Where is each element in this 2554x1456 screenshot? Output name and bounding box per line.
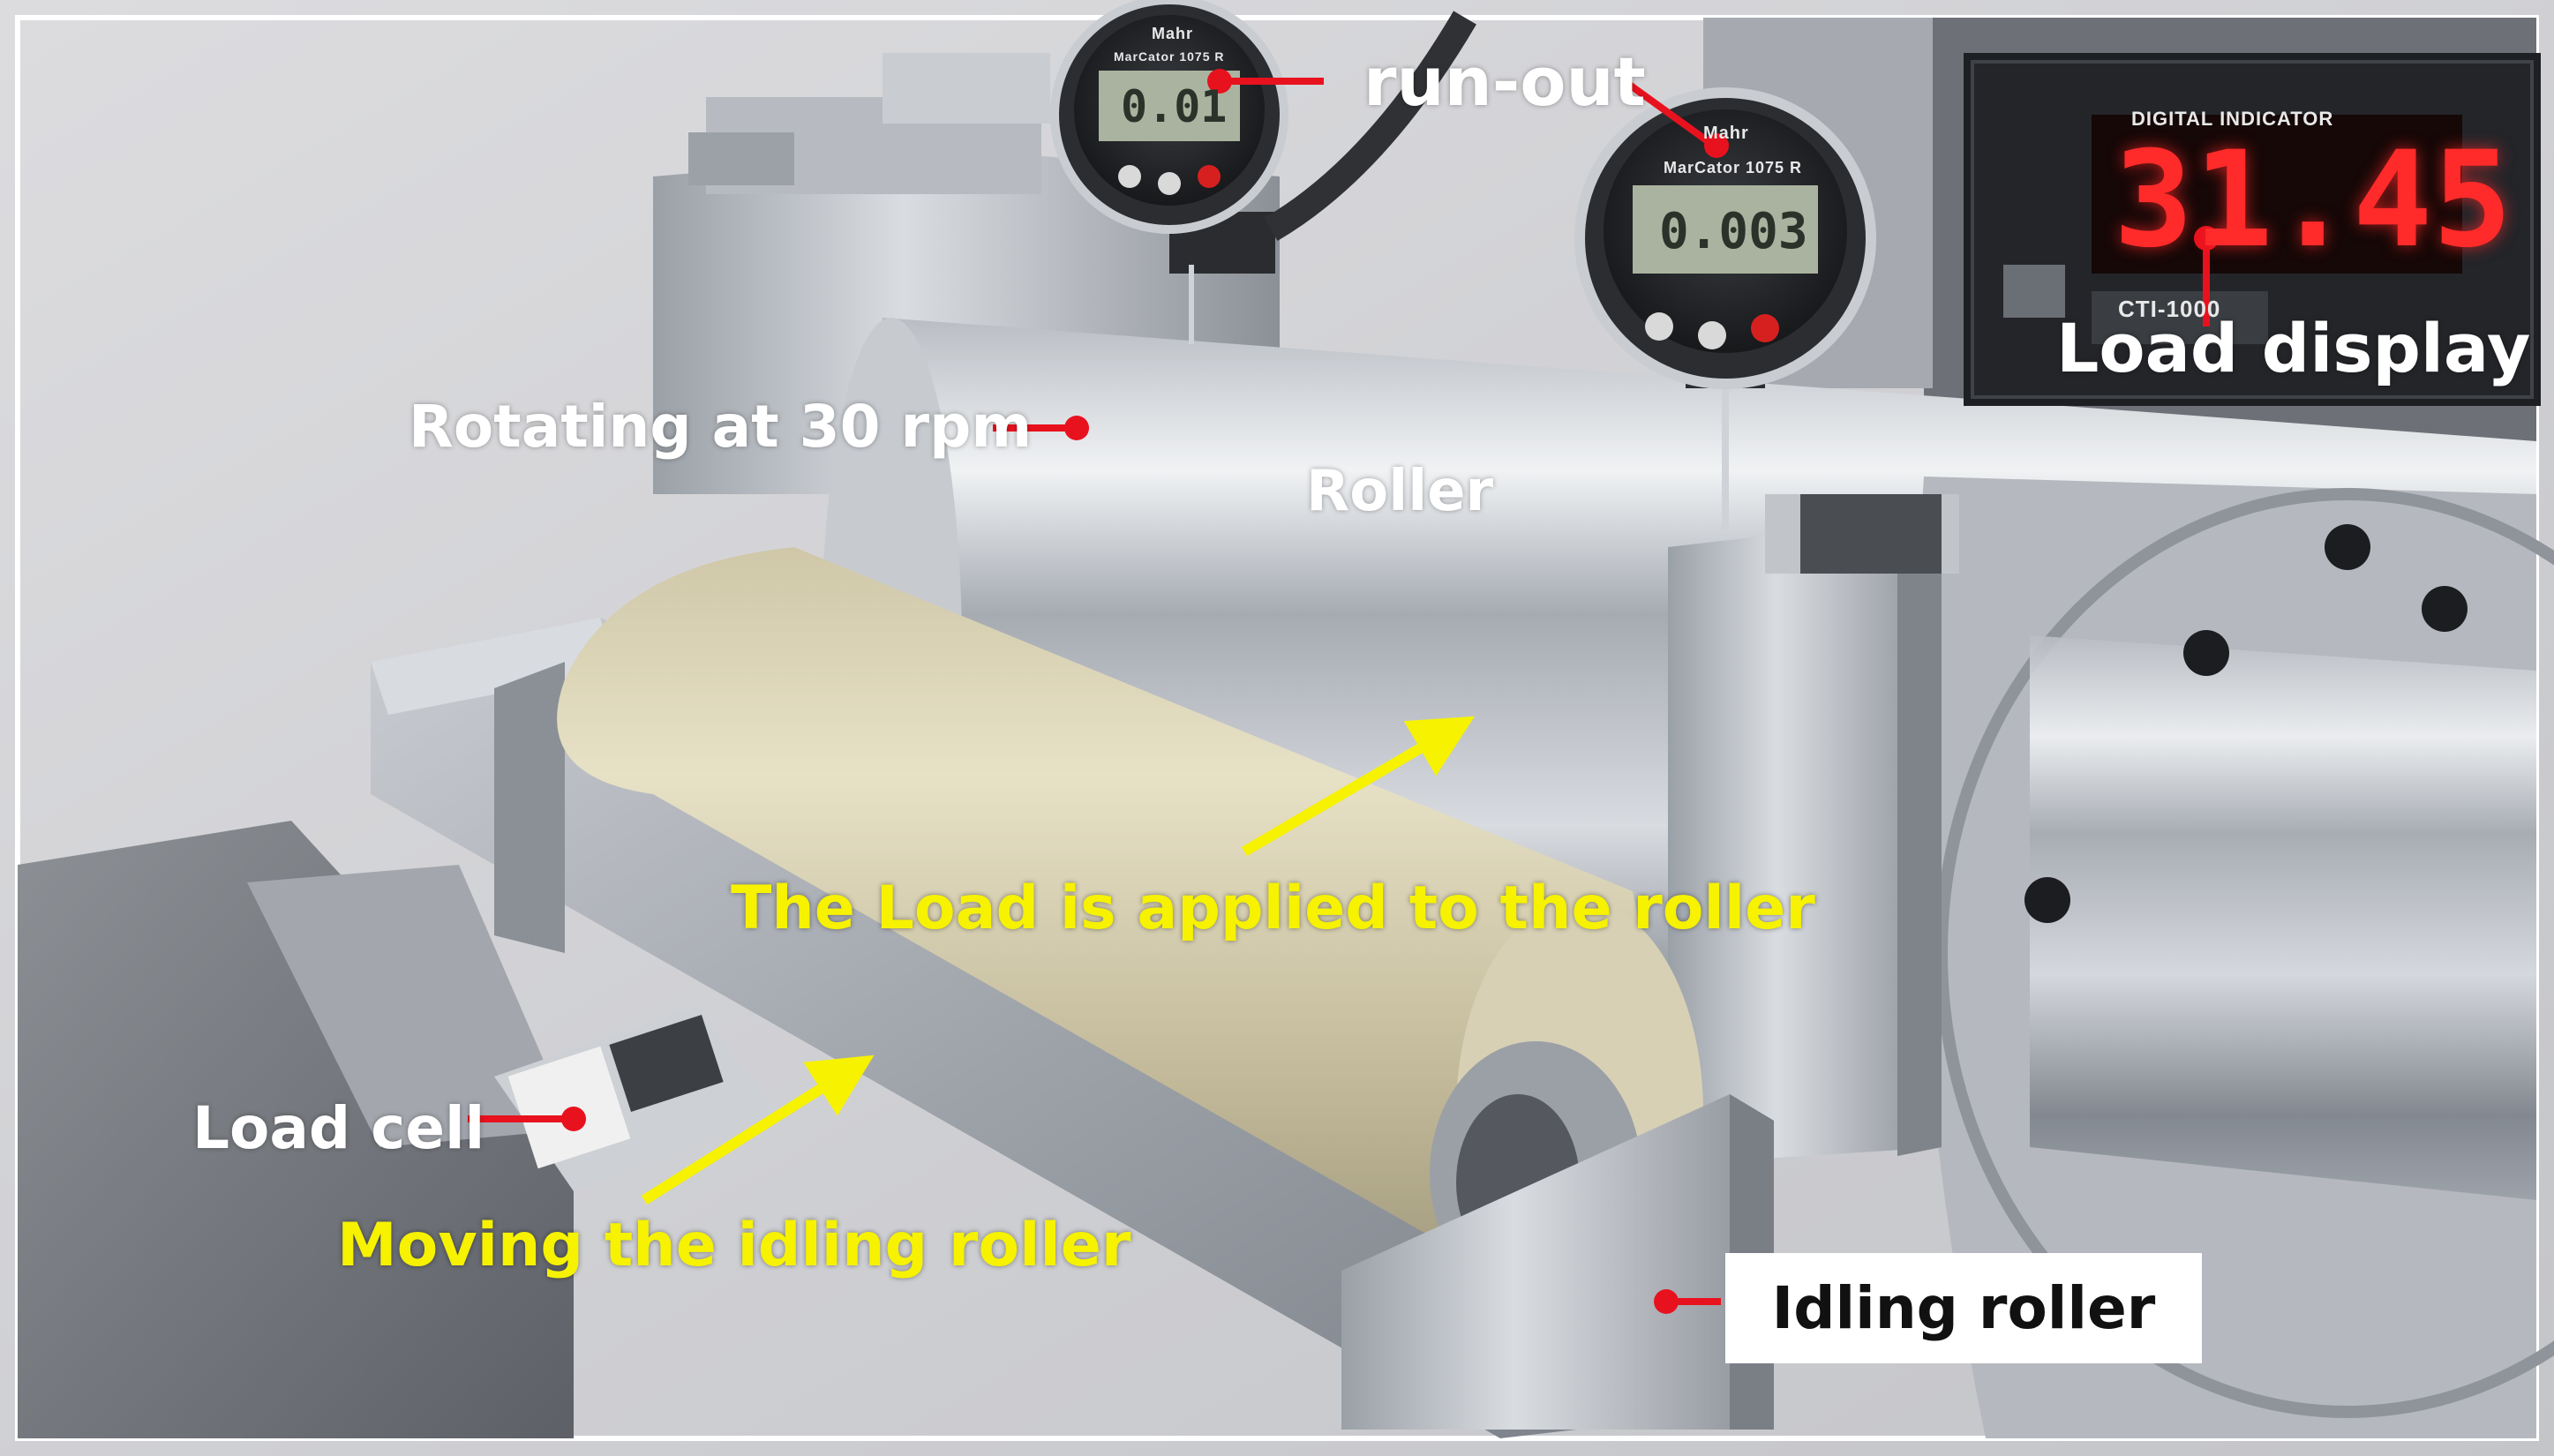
load-reading: 31.45 — [2114, 124, 2513, 277]
left-gauge-brand: Mahr — [1152, 25, 1194, 42]
right-gauge-brand: Mahr — [1703, 124, 1749, 143]
load-cell-label: Load cell — [192, 1094, 485, 1162]
rotating-label: Rotating at 30 rpm — [409, 393, 1033, 461]
indicator-title: DIGITAL INDICATOR — [2131, 108, 2334, 130]
right-gauge-reading: 0.003 — [1659, 203, 1808, 260]
roller-label: Roller — [1306, 459, 1494, 524]
run-out-label: run-out — [1363, 42, 1646, 121]
idling-roller-label: Idling roller — [1725, 1253, 2202, 1363]
moving-idling-label: Moving the idling roller — [337, 1211, 1131, 1280]
left-gauge-reading: 0.01 — [1121, 81, 1228, 132]
indicator-model: CTI-1000 — [2118, 296, 2221, 322]
load-display-label: Load display — [2056, 309, 2531, 387]
right-gauge-model: MarCator 1075 R — [1664, 159, 1803, 176]
left-gauge-model: MarCator 1075 R — [1114, 49, 1225, 64]
load-applied-label: The Load is applied to the roller — [731, 874, 1815, 943]
